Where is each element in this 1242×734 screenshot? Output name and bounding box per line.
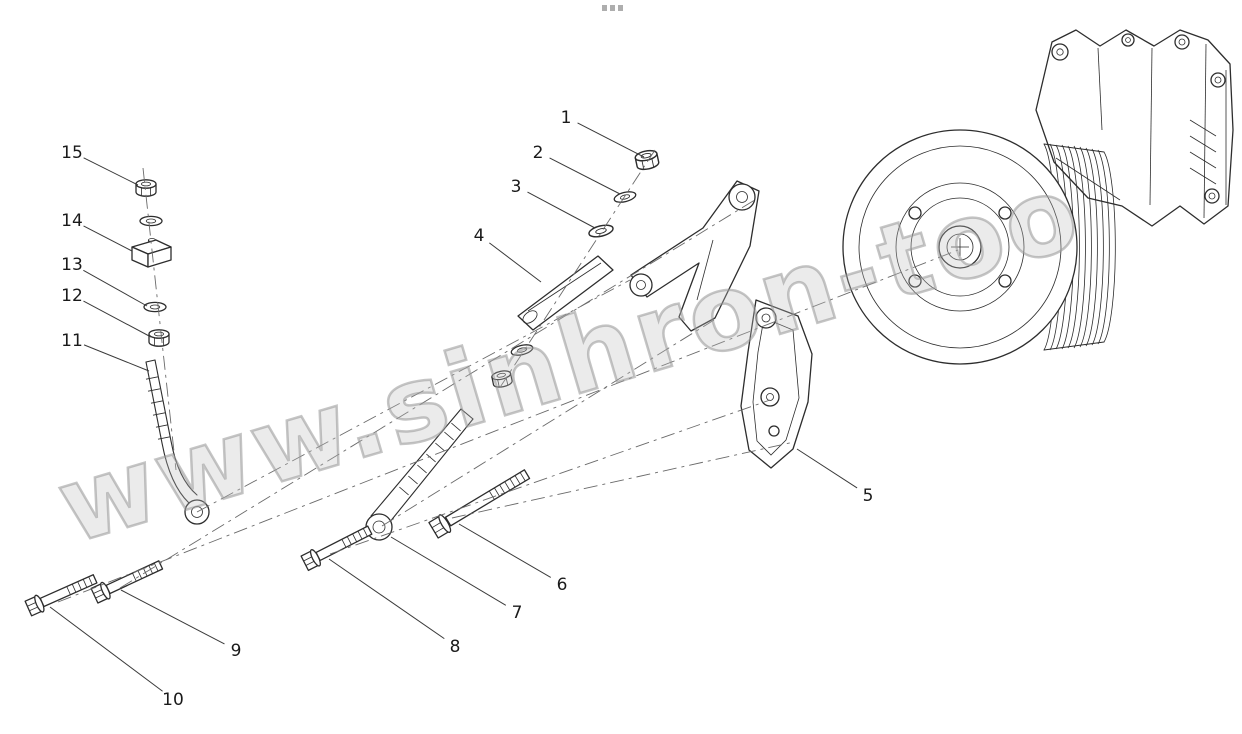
callout-leader: [458, 523, 552, 578]
mounting-bracket: [629, 180, 760, 332]
callout-number: 10: [162, 690, 184, 710]
callout-leader: [120, 589, 225, 645]
callout-number: 14: [61, 211, 83, 231]
print-artifact-mark: [610, 5, 615, 11]
callout-number: 11: [61, 331, 83, 351]
washer-13: [143, 301, 167, 313]
print-artifact: [602, 5, 623, 11]
callout-number: 2: [533, 143, 544, 163]
bolt-9: [90, 556, 166, 605]
callout-leader: [796, 448, 858, 489]
washer-3: [587, 222, 615, 240]
mid-washer: [509, 342, 535, 358]
callout-leader: [527, 191, 596, 229]
nut-15: [135, 179, 157, 197]
callout-leader: [83, 300, 152, 338]
block-14: [131, 238, 172, 268]
callout-number: 7: [512, 603, 523, 623]
print-artifact-mark: [618, 5, 623, 11]
callout-number: 3: [511, 177, 522, 197]
nut-12: [148, 329, 170, 347]
callout-number: 13: [61, 255, 83, 275]
callout-number: 9: [231, 641, 242, 661]
callout-leader: [328, 558, 445, 640]
support-bracket-5: [740, 299, 813, 469]
callout-leader: [83, 225, 133, 252]
callout-leader: [49, 606, 163, 692]
spacer-4: [517, 255, 614, 331]
fan-housing: [1035, 29, 1234, 227]
bolt-6: [427, 464, 533, 540]
callout-number: 12: [61, 286, 83, 306]
callout-leader: [390, 536, 507, 606]
center-lines: [57, 149, 959, 603]
callout-leader: [83, 344, 150, 372]
pulley-face: [842, 129, 1078, 365]
tension-rod-7: [365, 408, 474, 541]
bolt-8: [300, 521, 375, 572]
callout-leader: [83, 157, 139, 186]
mid-nut: [490, 368, 514, 390]
washer-under-15: [139, 215, 163, 227]
hook-bolt-11: [145, 359, 210, 525]
callout-leader: [83, 269, 148, 307]
nut-1: [633, 148, 661, 172]
callout-number: 6: [557, 575, 568, 595]
callout-number: 15: [61, 143, 83, 163]
bolt-10: [24, 569, 100, 618]
callout-number: 1: [561, 108, 572, 128]
callout-leader: [489, 242, 542, 283]
callout-number: 5: [863, 486, 874, 506]
callout-number: 4: [474, 226, 485, 246]
callout-leader: [577, 122, 645, 158]
callout-leader: [549, 157, 621, 195]
callout-number: 8: [450, 637, 461, 657]
print-artifact-mark: [602, 5, 607, 11]
